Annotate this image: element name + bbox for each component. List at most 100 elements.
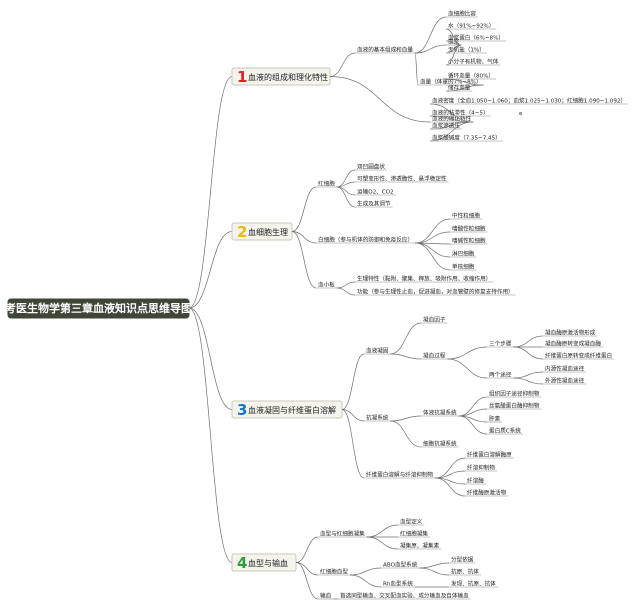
branch-connector (188, 76, 233, 309)
branch-number: 2 (237, 223, 247, 241)
connector (329, 52, 356, 77)
connector (291, 186, 317, 232)
topic-node: 血型定义 (400, 518, 423, 526)
connector (366, 536, 399, 550)
topic-node: 嗜碱性粒细胞 (452, 237, 486, 245)
branch-connector (188, 307, 233, 563)
topic-node: 纤维蛋白溶解与纤溶抑制物 (366, 471, 434, 479)
connector (415, 231, 451, 244)
branch-connector (188, 231, 233, 309)
branch-number: 4 (237, 554, 247, 572)
topic-node: 纤维蛋白原转变成纤维蛋白 (545, 352, 612, 360)
connector (341, 353, 365, 410)
connector (336, 169, 356, 188)
topic-node: ABO血型系统 (383, 561, 418, 569)
connector (366, 524, 399, 538)
branch-number: 1 (237, 68, 247, 86)
topic-node: 凝血因子 (423, 316, 446, 324)
connector (458, 408, 488, 417)
connector (435, 477, 466, 497)
topic-node: 细胞抗凝系统 (423, 440, 457, 448)
topic-node: 血量（体重的7%~8%） (420, 78, 482, 86)
topic-node: 输血 (320, 592, 332, 600)
topic-node: 双凹圆盘状 (357, 163, 385, 171)
topic-node: 组织因子途径抑制物 (489, 390, 540, 398)
topic-node: Rh血型系统 (383, 580, 413, 588)
connector (295, 562, 319, 600)
connector (415, 242, 451, 271)
connector (447, 358, 488, 379)
connector (458, 396, 488, 417)
topic-node: 血液的粘滞性（4~5） (432, 109, 489, 117)
topic-node: 抗原、抗体 (451, 568, 479, 576)
branch-label: 血细胞生理 (248, 227, 288, 237)
topic-node: 纤溶抑制物 (467, 464, 495, 472)
connector (341, 409, 365, 479)
branch-number: 3 (237, 401, 247, 419)
topic-node: 运输O2、CO2 (357, 188, 394, 196)
topic-annotation: e (519, 111, 523, 117)
connector (445, 44, 462, 66)
connector (336, 186, 356, 196)
connector (295, 562, 319, 576)
topic-node: 血液的基本组成和血量 (357, 46, 413, 54)
topic-node: 发现、抗原、抗体 (451, 580, 496, 588)
topic-node: 可塑变形性、渗透脆性、悬浮稳定性 (357, 175, 447, 183)
topic-node: 生成及其调节 (357, 200, 391, 208)
connector (349, 574, 382, 588)
topic-node: 红细胞凝集 (400, 530, 428, 538)
topic-node: 血浆 (448, 38, 460, 46)
connector (390, 322, 422, 355)
connector (513, 346, 544, 360)
topic-node: 血小板 (318, 281, 335, 289)
connector (341, 409, 365, 422)
topic-node: 凝集原、凝集素 (400, 542, 440, 550)
connector (415, 218, 451, 244)
topic-node: 纤维酶原激活物 (467, 489, 507, 497)
connector (415, 242, 451, 258)
topic-node: 小分子有机物、气体 (448, 58, 499, 66)
topic-node: 白细胞（参与机体的防御和免疫反应） (318, 236, 413, 244)
topic-node: 储存血量 (448, 84, 471, 92)
topic-node: 凝血酶原激活物形成 (545, 329, 596, 337)
topic-node: 血浆渗透压 (432, 122, 460, 130)
branch-label: 血液的组成和理化特性 (248, 72, 328, 82)
topic-node: 肝素 (489, 415, 501, 423)
connector (336, 281, 356, 289)
topic-node: 丝氨酸蛋白酶抑制物 (489, 402, 540, 410)
connector (429, 121, 474, 142)
topic-node: 血液的理化特性 (432, 115, 472, 123)
connector (419, 567, 450, 576)
connector (336, 186, 356, 208)
connector (291, 231, 317, 289)
topic-node: 血液密度（全血1.050~1.060；血浆1.025~1.030；红细胞1.09… (432, 97, 626, 105)
root-title: 考医生物学第三章血液知识点思维导图 (5, 301, 192, 315)
topic-node: 分型依据 (451, 556, 474, 564)
topic-node: 蛋白质C系统 (489, 427, 521, 435)
connector (295, 536, 319, 563)
topic-node: 内源性凝血途径 (545, 365, 585, 373)
topic-node: 血型与红细胞凝集 (320, 530, 365, 538)
connector (291, 231, 317, 244)
connector (429, 103, 474, 123)
topic-node: 水（91%~92%） (448, 22, 494, 30)
topic-node: 体液抗凝系统 (423, 409, 457, 417)
topic-node: 单核细胞 (452, 263, 475, 271)
topic-node: 两个途径 (489, 371, 512, 379)
connector (329, 76, 431, 123)
topic-node: 红细胞 (318, 180, 335, 188)
topic-node: 功能（参与生理性止血，促进凝血，对血管壁的修复支持作用） (357, 288, 514, 296)
topic-node: 血浆酸碱度（7.35~7.45） (432, 134, 501, 142)
root-box (7, 298, 190, 319)
topic-node: 无机盐（1%） (448, 46, 485, 54)
topic-node: 血浆蛋白（6%~8%） (448, 34, 504, 42)
topic-node: 凝血过程 (423, 352, 446, 360)
topic-node: 抗凝系统 (366, 414, 389, 422)
connector (349, 567, 382, 576)
topic-node: 嗜酸性粒细胞 (452, 225, 486, 233)
